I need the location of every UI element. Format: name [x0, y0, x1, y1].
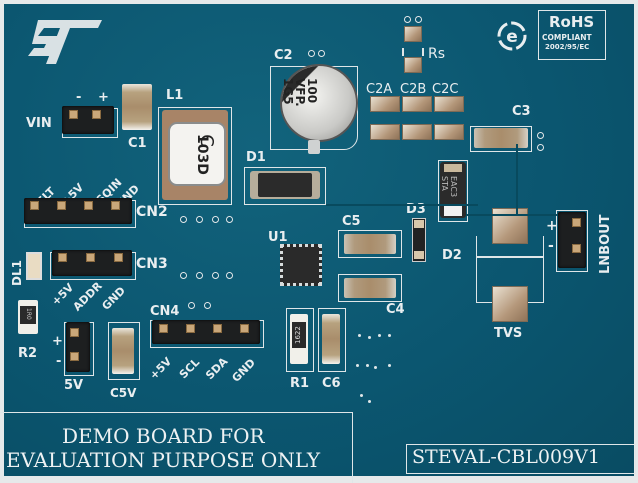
- c1-capacitor: [122, 84, 152, 130]
- r2-resistor: 1R0: [18, 300, 38, 334]
- c2a-pad-top: [370, 96, 400, 112]
- vin-minus: -: [76, 90, 82, 105]
- c2-marking-3: 1G5: [281, 78, 295, 105]
- disclaimer-line-2: EVALUATION PURPOSE ONLY: [6, 448, 321, 472]
- c2a-label: C2A: [366, 82, 393, 97]
- board-id: STEVAL-CBL009V1: [412, 446, 600, 468]
- pcb-board: e RoHS COMPLIANT 2002/95/EC VIN - + C1 L…: [0, 4, 636, 483]
- r2-label: R2: [18, 346, 38, 361]
- c6-label: C6: [322, 376, 341, 391]
- c2-capacitor: 100 VFP. 1G5: [280, 64, 358, 142]
- r1-label: R1: [290, 376, 310, 391]
- cn4-label: CN4: [150, 304, 180, 319]
- v5-minus: -: [56, 354, 62, 369]
- c2-label: C2: [274, 48, 293, 63]
- vin-label: VIN: [26, 116, 52, 131]
- vin-plus: +: [98, 90, 109, 105]
- c6-outline: [318, 308, 346, 372]
- cn3-label: CN3: [136, 256, 168, 272]
- cn4-pin-sda: SDA: [203, 354, 231, 383]
- d1-diode: [250, 171, 320, 199]
- cn4-pin-scl: SCL: [176, 355, 203, 382]
- c4-outline: [338, 274, 402, 302]
- lnbout-minus: -: [548, 238, 554, 254]
- d2-outline: [438, 160, 468, 222]
- d3-diode: [412, 218, 426, 262]
- rs-pad-bottom: [404, 57, 422, 73]
- lnbout-plus: +: [546, 218, 558, 234]
- d2-diode: EAC3 STA: [440, 162, 466, 218]
- rohs-title: RoHS: [549, 13, 595, 31]
- c4-capacitor: [344, 278, 396, 298]
- v5-label: 5V: [64, 378, 84, 393]
- lnbout-header[interactable]: [558, 212, 586, 268]
- c3-label: C3: [512, 104, 531, 119]
- rohs-directive: 2002/95/EC: [545, 43, 590, 51]
- c2-marking-2: VFP.: [293, 78, 307, 107]
- d2-label: D2: [442, 248, 462, 263]
- rohs-compliant: COMPLIANT: [542, 33, 592, 42]
- svg-text:e: e: [506, 27, 518, 47]
- l1-marking: 103D: [194, 134, 210, 175]
- cn3-header[interactable]: [52, 250, 132, 276]
- rs-label: Rs: [428, 46, 446, 62]
- c5-capacitor: [344, 234, 396, 254]
- l1-label: L1: [166, 88, 184, 103]
- l1-inductor: C 103D: [162, 110, 228, 200]
- rohs-badge: RoHS COMPLIANT 2002/95/EC: [538, 10, 606, 60]
- lnbout-outline: [556, 210, 588, 272]
- c6-capacitor: [322, 314, 340, 364]
- cn3-pin-addr: ADDR: [70, 279, 105, 314]
- cn2-label: CN2: [136, 204, 168, 220]
- c1-label: C1: [128, 136, 147, 151]
- c2-marking-1: 100: [305, 78, 319, 104]
- tvs-label: TVS: [494, 326, 523, 341]
- c3-capacitor: [474, 128, 528, 148]
- r1-resistor: 1622: [290, 314, 308, 364]
- c2c-pad-bottom: [434, 124, 464, 140]
- d2-marking-2: STA: [440, 176, 449, 191]
- v5-header[interactable]: [66, 322, 90, 372]
- rs-pad-top: [404, 26, 422, 42]
- disclaimer-line-1: DEMO BOARD FOR: [62, 424, 265, 448]
- c2b-pad-bottom: [402, 124, 432, 140]
- u1-ic: [280, 244, 322, 286]
- c5v-outline: [108, 322, 140, 380]
- v5-plus: +: [52, 334, 63, 349]
- vin-header[interactable]: [62, 106, 114, 134]
- c2a-pad-bottom: [370, 124, 400, 140]
- cn4-pin-gnd: GND: [229, 356, 258, 385]
- c3-outline: [470, 126, 532, 152]
- c5-label: C5: [342, 214, 361, 229]
- d1-label: D1: [246, 150, 266, 165]
- c2c-label: C2C: [432, 82, 459, 97]
- tvs-pad-bottom: [492, 286, 528, 322]
- cn4-pin-5v: +5V: [147, 354, 175, 383]
- d1-outline: [244, 167, 326, 205]
- cn2-header[interactable]: [24, 198, 132, 224]
- c5v-label: C5V: [110, 386, 137, 400]
- r2-marking: 1R0: [25, 308, 32, 320]
- c2b-label: C2B: [400, 82, 427, 97]
- c5-outline: [338, 230, 402, 258]
- u1-label: U1: [268, 230, 288, 245]
- l1-outline: [158, 107, 232, 205]
- r1-outline: [286, 308, 314, 372]
- d2-marking-1: EAC3: [449, 176, 458, 198]
- dl1-led: [26, 252, 42, 280]
- disclaimer-box: [0, 412, 353, 483]
- cn4-header[interactable]: [152, 320, 260, 344]
- c2b-pad-top: [402, 96, 432, 112]
- lnbout-label: LNBOUT: [598, 214, 613, 274]
- st-logo-icon: [24, 18, 104, 68]
- board-id-box: [406, 444, 636, 474]
- c5v-capacitor: [112, 328, 134, 374]
- c4-label: C4: [386, 302, 405, 317]
- rohs-recycle-icon: e: [494, 18, 530, 54]
- r1-marking: 1622: [294, 326, 302, 344]
- c2c-pad-top: [434, 96, 464, 112]
- dl1-label: DL1: [10, 260, 24, 286]
